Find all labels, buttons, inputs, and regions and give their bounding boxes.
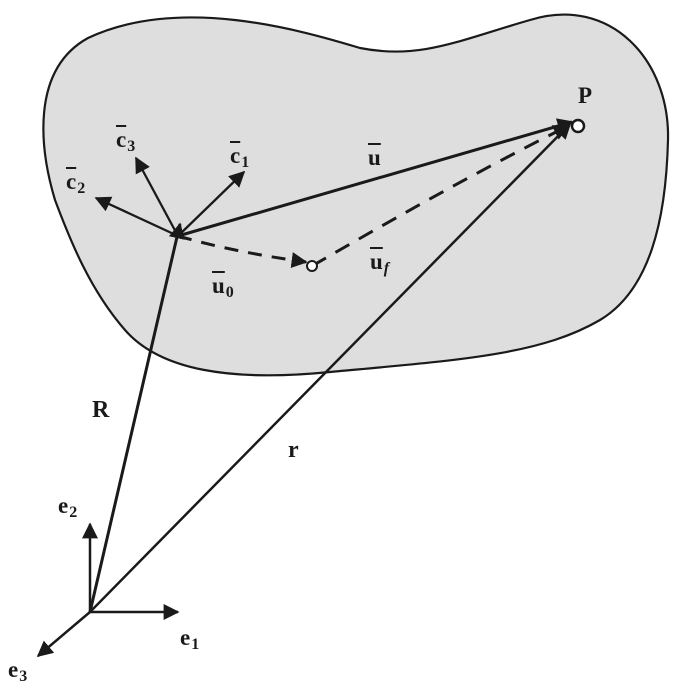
deformable-body — [42, 13, 670, 377]
uf-dashed-vector — [311, 124, 570, 268]
label-R: R — [92, 397, 110, 423]
label-r: r — [288, 437, 299, 463]
point-P-marker — [570, 118, 586, 134]
label-e3: e3 — [8, 657, 28, 685]
undeformed-point-marker — [306, 260, 318, 272]
e3-axis-arrow — [36, 611, 91, 658]
label-uf: uf — [370, 249, 390, 277]
u-vector — [177, 118, 574, 238]
label-e1: e1 — [180, 625, 200, 653]
label-c2: c2 — [66, 169, 86, 197]
R-vector — [88, 222, 185, 613]
c1-axis-arrow — [177, 170, 246, 237]
label-c3: c3 — [116, 127, 136, 155]
c3-axis-arrow — [134, 156, 180, 237]
label-e2: e2 — [58, 493, 78, 521]
label-u: u — [368, 145, 381, 170]
label-P: P — [578, 83, 593, 108]
label-c1: c1 — [230, 143, 250, 171]
label-u0: u0 — [212, 273, 234, 301]
c2-axis-arrow — [94, 196, 179, 238]
r-vector — [89, 122, 572, 613]
